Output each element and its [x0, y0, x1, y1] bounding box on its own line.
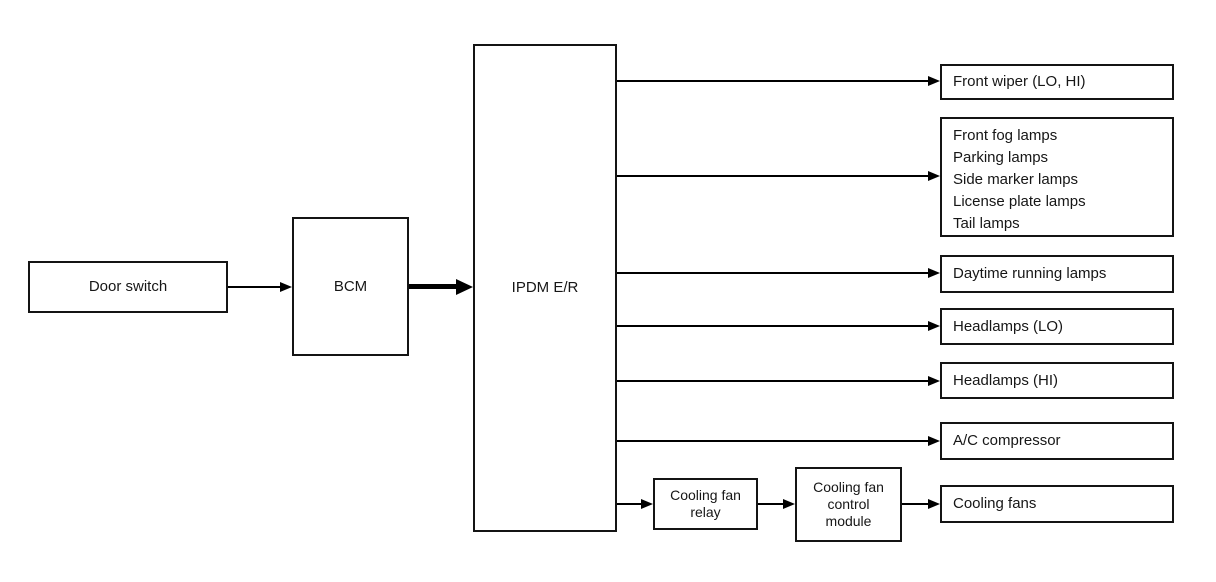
- node-cooling-fan-relay: Cooling fan relay: [653, 478, 758, 530]
- node-label: Cooling fan relay: [670, 487, 741, 520]
- connector-ipdm-to-front-wiper: [617, 80, 928, 82]
- node-label: A/C compressor: [953, 432, 1061, 449]
- connector-relay-to-control-module: [758, 503, 784, 505]
- node-ipdm-er: IPDM E/R: [473, 44, 617, 532]
- connector-ipdm-to-ac-compressor: [617, 440, 928, 442]
- node-lamp-group: Front fog lamps Parking lamps Side marke…: [940, 117, 1174, 237]
- node-label-line: Front fog lamps: [953, 127, 1058, 144]
- connector-bcm-to-ipdm: [409, 284, 457, 289]
- arrowhead-ipdm-to-drl: [928, 268, 940, 278]
- node-label: BCM: [333, 277, 368, 295]
- arrowhead-ipdm-to-headlamps-hi: [928, 376, 940, 386]
- connector-ipdm-to-headlamps-lo: [617, 325, 928, 327]
- arrowhead-relay-to-control-module: [783, 499, 795, 509]
- arrowhead-ipdm-to-front-wiper: [928, 76, 940, 86]
- node-label: Cooling fans: [953, 495, 1037, 512]
- node-label: Daytime running lamps: [953, 265, 1107, 282]
- connector-ipdm-to-lamp-group: [617, 175, 928, 177]
- node-label-line: Tail lamps: [953, 215, 1020, 232]
- connector-door-switch-to-bcm: [228, 286, 281, 288]
- node-label: Headlamps (HI): [953, 371, 1059, 389]
- connector-ipdm-to-drl: [617, 272, 928, 274]
- node-label: Front wiper (LO, HI): [953, 73, 1086, 90]
- arrowhead-control-module-to-cooling-fans: [928, 499, 940, 509]
- node-label-line: Side marker lamps: [953, 171, 1079, 188]
- node-door-switch: Door switch: [28, 261, 228, 313]
- node-front-wiper: Front wiper (LO, HI): [940, 64, 1174, 100]
- arrowhead-ipdm-to-ac-compressor: [928, 436, 940, 446]
- node-daytime-running-lamps: Daytime running lamps: [940, 255, 1174, 293]
- connector-ipdm-to-headlamps-hi: [617, 380, 928, 382]
- node-label-line: License plate lamps: [953, 193, 1086, 210]
- node-label: IPDM E/R: [511, 279, 579, 296]
- node-ac-compressor: A/C compressor: [940, 422, 1174, 460]
- arrowhead-ipdm-to-cooling-fan-relay: [641, 499, 653, 509]
- node-cooling-fans: Cooling fans: [940, 485, 1174, 523]
- arrowhead-bcm-to-ipdm: [456, 279, 473, 295]
- node-headlamps-lo: Headlamps (LO): [940, 308, 1174, 345]
- node-bcm: BCM: [292, 217, 409, 356]
- connector-ipdm-to-cooling-fan-relay: [617, 503, 642, 505]
- connector-control-module-to-cooling-fans: [902, 503, 929, 505]
- node-cooling-fan-control-module: Cooling fan control module: [795, 467, 902, 542]
- node-headlamps-hi: Headlamps (HI): [940, 362, 1174, 399]
- arrowhead-door-switch-to-bcm: [280, 282, 292, 292]
- node-label: Door switch: [88, 278, 168, 295]
- arrowhead-ipdm-to-lamp-group: [928, 171, 940, 181]
- arrowhead-ipdm-to-headlamps-lo: [928, 321, 940, 331]
- node-label-line: Parking lamps: [953, 149, 1049, 166]
- node-label: Cooling fan control module: [813, 479, 884, 529]
- node-label: Headlamps (LO): [953, 317, 1064, 335]
